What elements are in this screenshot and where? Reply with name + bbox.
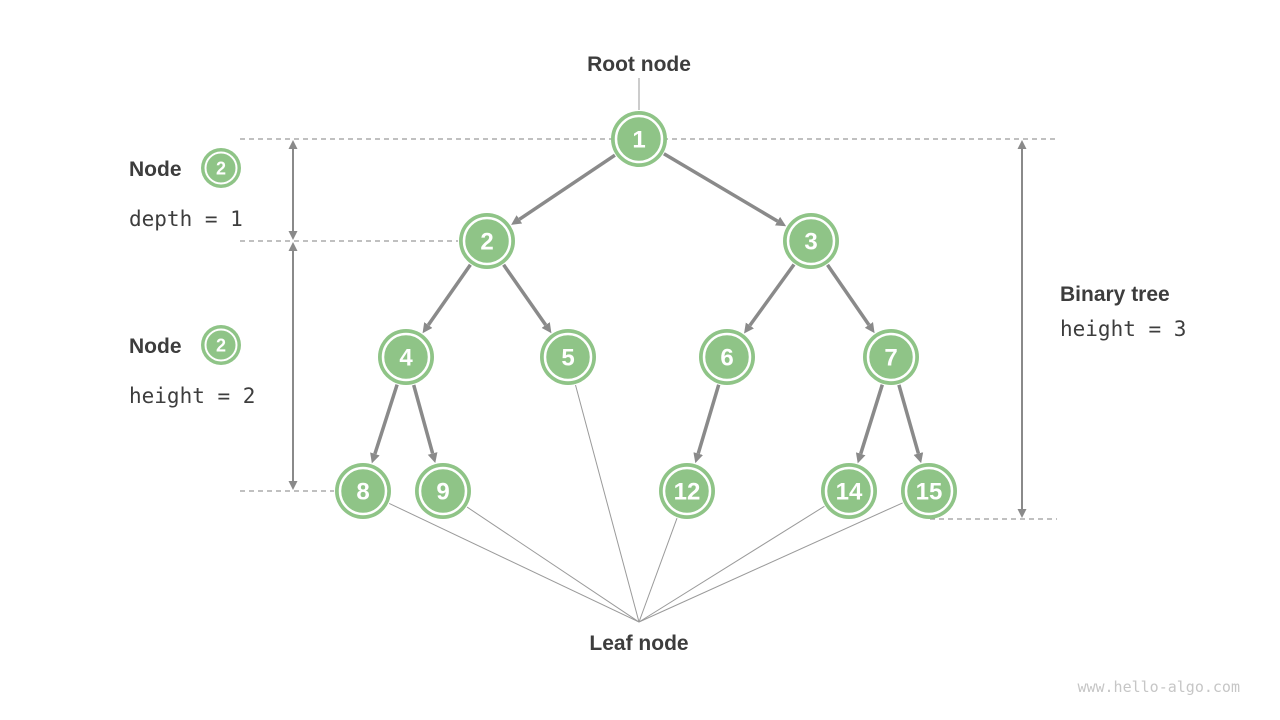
tree-node-2: 2	[459, 213, 515, 269]
tree-node-circle	[415, 463, 471, 519]
tree-edge-7-15	[897, 384, 924, 464]
root-node-label: Root node	[587, 53, 691, 76]
node-depth-badge	[201, 148, 241, 188]
tree-node-value: 8	[356, 479, 369, 506]
tree-edge-1-2	[511, 153, 616, 225]
tree-edges	[370, 152, 924, 464]
tree-node-circle	[378, 329, 434, 385]
leaf-pointer-line-15	[638, 502, 903, 623]
tree-node-3: 3	[783, 213, 839, 269]
tree-node-circle	[540, 329, 596, 385]
tree-node-ring	[614, 114, 664, 164]
node-height-badge	[201, 325, 241, 365]
node-depth-badge-ring	[204, 151, 238, 185]
tree-edge-1-3	[663, 152, 787, 227]
annotation-node-height: Node 2 height = 2	[129, 325, 255, 408]
tree-node-12: 12	[659, 463, 715, 519]
tree-edge-7-14	[855, 384, 884, 464]
tree-height-measure-label: height = 3	[1060, 317, 1186, 341]
tree-node-ring	[338, 466, 388, 516]
tree-height-label: Binary tree	[1060, 283, 1170, 306]
leaf-node-label: Leaf node	[589, 632, 688, 655]
tree-node-circle	[863, 329, 919, 385]
tree-node-circle	[659, 463, 715, 519]
leaf-pointer-line-5	[575, 384, 640, 623]
tree-edge-2-5	[502, 263, 552, 334]
tree-node-value: 9	[436, 479, 449, 506]
leaf-pointer-line-8	[388, 502, 640, 623]
tree-edge-6-12	[693, 384, 721, 464]
tree-node-ring	[381, 332, 431, 382]
tree-node-value: 7	[884, 345, 897, 372]
tree-node-circle	[459, 213, 515, 269]
tree-edge-3-6	[744, 263, 796, 334]
leaf-pointer-line-9	[466, 506, 640, 623]
leaf-pointer-lines	[388, 384, 903, 623]
leaf-pointer-line-12	[638, 518, 678, 623]
annotation-tree-height: Binary tree height = 3	[1060, 283, 1186, 341]
tree-node-ring	[824, 466, 874, 516]
tree-node-ring	[418, 466, 468, 516]
tree-node-value: 2	[480, 229, 493, 256]
tree-node-value: 6	[720, 345, 733, 372]
annotation-node-depth: Node 2 depth = 1	[129, 148, 243, 231]
dashed-guides	[240, 138, 1057, 520]
tree-node-circle	[821, 463, 877, 519]
node-depth-label: Node	[129, 158, 182, 181]
tree-node-ring	[904, 466, 954, 516]
node-height-badge-ring	[204, 328, 238, 362]
node-depth-badge-value: 2	[216, 159, 226, 179]
tree-node-7: 7	[863, 329, 919, 385]
tree-node-ring	[866, 332, 916, 382]
tree-node-value: 14	[836, 479, 863, 506]
tree-edge-3-7	[826, 263, 875, 334]
tree-node-14: 14	[821, 463, 877, 519]
node-height-badge-value: 2	[216, 336, 226, 356]
node-height-measure-label: height = 2	[129, 384, 255, 408]
tree-node-circle	[699, 329, 755, 385]
node-depth-measure-label: depth = 1	[129, 207, 243, 231]
tree-node-circle	[901, 463, 957, 519]
tree-node-15: 15	[901, 463, 957, 519]
tree-node-8: 8	[335, 463, 391, 519]
tree-node-value: 5	[561, 345, 574, 372]
tree-node-value: 12	[674, 479, 701, 506]
tree-node-ring	[462, 216, 512, 266]
tree-node-ring	[662, 466, 712, 516]
tree-node-1: 1	[611, 111, 667, 167]
tree-node-ring	[702, 332, 752, 382]
tree-node-4: 4	[378, 329, 434, 385]
tree-node-value: 1	[632, 127, 645, 154]
leaf-pointer-line-14	[638, 505, 825, 623]
tree-node-circle	[611, 111, 667, 167]
tree-edge-4-8	[370, 384, 399, 464]
tree-node-5: 5	[540, 329, 596, 385]
tree-edge-2-4	[422, 263, 472, 334]
tree-node-ring	[543, 332, 593, 382]
tree-node-value: 3	[804, 229, 817, 256]
tree-node-circle	[335, 463, 391, 519]
tree-node-circle	[783, 213, 839, 269]
measure-arrows	[288, 140, 1027, 518]
watermark: www.hello-algo.com	[1077, 678, 1240, 696]
tree-node-9: 9	[415, 463, 471, 519]
tree-node-6: 6	[699, 329, 755, 385]
tree-node-ring	[786, 216, 836, 266]
tree-edge-4-9	[412, 384, 438, 464]
tree-node-value: 15	[916, 479, 943, 506]
tree-node-value: 4	[399, 345, 413, 372]
node-height-label: Node	[129, 335, 182, 358]
